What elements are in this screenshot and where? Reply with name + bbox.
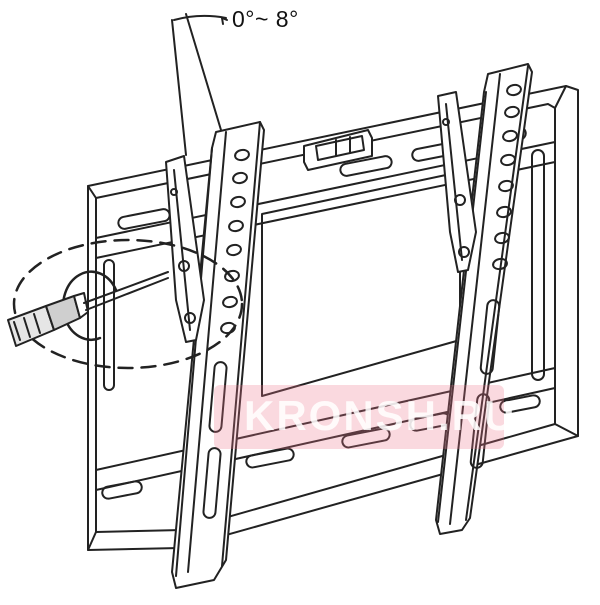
detail-callout xyxy=(12,238,244,370)
watermark-text: KRONSH.RU xyxy=(244,392,517,439)
safety-latch xyxy=(303,129,373,171)
right-bracket-arm xyxy=(435,63,533,535)
screwdriver-icon xyxy=(7,271,169,347)
watermark-badge xyxy=(214,385,504,449)
detail-inner-circle xyxy=(61,270,118,341)
right-hanger-plate xyxy=(437,91,477,273)
tilt-angle-label: 0°~ 8° xyxy=(232,6,299,32)
tilt-angle-indicator xyxy=(171,13,228,156)
